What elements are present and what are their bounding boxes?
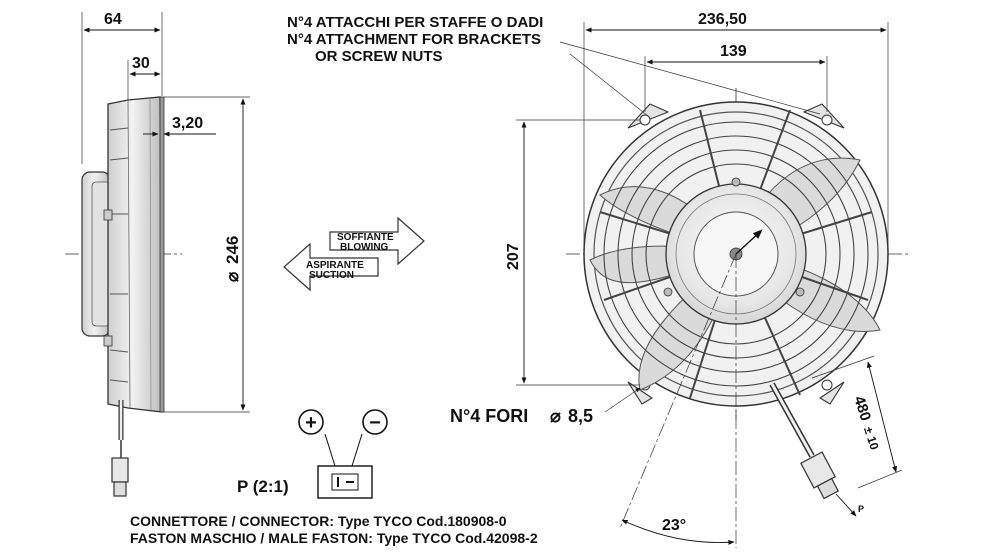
connector-spec-line1: CONNETTORE / CONNECTOR: Type TYCO Cod.18… [130,513,507,529]
connector-detail: + − P (2:1) CONNETTORE / CONNECTOR: Type… [130,409,538,546]
suction-label-en: SUCTION [309,270,354,281]
dim-depth-motor: 30 [132,55,150,72]
side-view: 64 30 3,20 ⌀ 246 [65,11,250,497]
rotation-arrow-icon [735,229,763,255]
dim-cable-length: 480 [850,394,874,423]
holes-note-size: 8,5 [568,406,593,426]
front-view: 236,50 139 207 23° 480 ± 10 P [505,11,910,548]
plus-terminal-icon [298,409,324,435]
minus-terminal-label: − [369,412,381,434]
connector-icon [317,465,373,499]
plus-terminal-label: + [305,412,317,434]
holes-note: N°4 FORI ⌀ 8,5 [450,406,593,426]
dim-flange: 3,20 [172,115,203,132]
minus-terminal-icon [362,409,388,435]
dim-depth-total: 64 [104,11,122,28]
polarity-label: P (2:1) [237,477,289,496]
blowing-arrow-icon [329,216,425,266]
blowing-label-en: BLOWING [340,242,389,253]
hole-diameter-symbol: ⌀ [550,406,561,426]
dim-diameter: 246 [223,236,242,264]
suction-label-it: ASPIRANTE [306,260,364,271]
attach-note-en-2: OR SCREW NUTS [315,48,443,65]
connector-spec-line2: FASTON MASCHIO / MALE FASTON: Type TYCO … [130,530,538,546]
holes-note-label: N°4 FORI [450,406,528,426]
attach-note-it: N°4 ATTACCHI PER STAFFE O DADI [287,14,543,31]
dim-cable-tolerance: ± 10 [861,425,882,452]
dim-angle: 23° [662,517,686,534]
dim-diameter-symbol: ⌀ [223,271,242,282]
dim-height: 207 [505,243,522,270]
attachment-note: N°4 ATTACCHI PER STAFFE O DADI N°4 ATTAC… [287,14,543,65]
dim-width-total: 236,50 [698,11,747,28]
dim-hole-spacing: 139 [720,43,747,60]
attach-note-en-1: N°4 ATTACHMENT FOR BRACKETS [287,31,541,48]
airflow-arrows: SOFFIANTE BLOWING ASPIRANTE SUCTION [283,216,425,292]
blowing-label-it: SOFFIANTE [337,232,394,243]
p-direction-marker: P [858,504,864,514]
suction-arrow-icon [283,242,379,292]
